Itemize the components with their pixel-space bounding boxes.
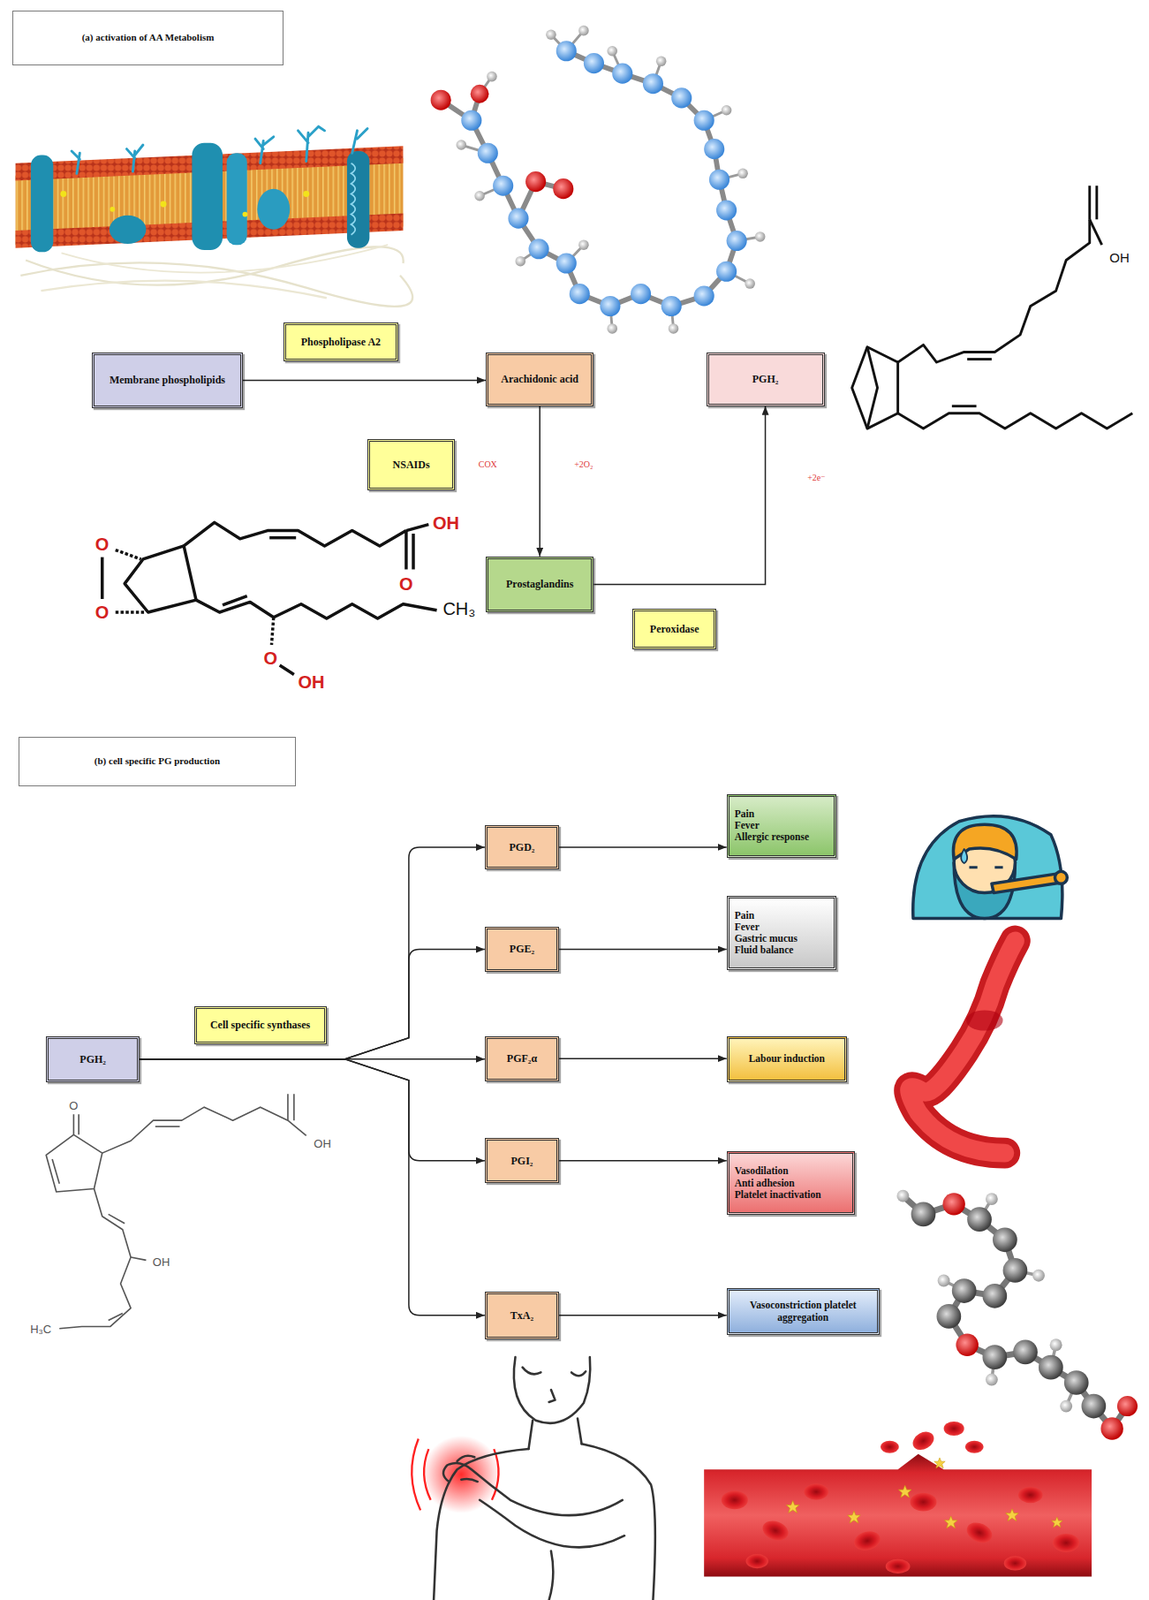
box-text: Prostaglandins [506, 577, 574, 590]
box-text: Fever [734, 921, 760, 933]
chemical-structure [45, 1093, 307, 1329]
reaction-label: +2e⁻ [807, 473, 825, 483]
atom-label: O [95, 535, 110, 553]
box-text: PGH₂ [752, 372, 779, 386]
arrow-connector [559, 846, 727, 848]
prostanoid-box: PGF₂α [484, 1035, 560, 1081]
atom-label: H₃C [30, 1322, 52, 1335]
box-text: Gastric mucus [734, 932, 798, 945]
effect-box: PainFeverAllergic response [726, 793, 838, 858]
enzyme-box: Phospholipase A2 [283, 322, 398, 362]
atom-label: OH [152, 1255, 171, 1268]
reaction-label: COX [478, 460, 498, 469]
stomach-illustration [908, 940, 1015, 1153]
box-text: PGD₂ [509, 840, 536, 854]
fever-icon [913, 816, 1068, 919]
arrow-connector [559, 948, 727, 951]
box-text: (b) cell specific PG production [94, 755, 220, 767]
box-text: Pain [734, 909, 755, 922]
box-text: PGI₂ [511, 1154, 534, 1167]
section-header: (b) cell specific PG production [18, 736, 296, 786]
effect-box: PainFeverGastric mucusFluid balance [726, 895, 838, 969]
ball-and-stick-model [430, 25, 766, 334]
process-box: PGH₂ [706, 352, 825, 407]
shoulder-pain-figure [411, 1356, 656, 1600]
box-text: Cell specific synthases [210, 1018, 310, 1031]
section-header: (a) activation of AA Metabolism [12, 10, 284, 66]
effect-box: VasodilationAnti adhesionPlatelet inacti… [726, 1150, 856, 1215]
reaction-label: +2O₂ [574, 460, 593, 469]
arrow-connector [593, 406, 765, 585]
box-text: PGE₂ [509, 942, 535, 955]
enzyme-box: Peroxidase [632, 608, 717, 650]
arrow-connector [538, 406, 541, 557]
box-text: NSAIDs [393, 458, 431, 471]
process-box: Arachidonic acid [485, 352, 594, 407]
atom-label: O [399, 574, 414, 593]
prostanoid-box: PGE₂ [484, 926, 560, 972]
effect-box: Labour induction [726, 1035, 847, 1082]
enzyme-box: Cell specific synthases [194, 1005, 327, 1044]
box-text: PGF₂α [506, 1051, 537, 1065]
prostanoid-box: PGI₂ [484, 1137, 560, 1183]
drug-box: NSAIDs [367, 438, 455, 491]
arrow-connector [559, 1159, 727, 1162]
atom-label: O [95, 603, 110, 621]
process-box: Membrane phospholipids [91, 352, 243, 409]
box-text: (a) activation of AA Metabolism [82, 31, 215, 44]
box-text: Pain [734, 808, 755, 820]
box-text: Labour induction [748, 1052, 825, 1066]
box-text: Phospholipase A2 [301, 335, 381, 348]
box-text: Allergic response [734, 831, 809, 843]
atom-label: O [68, 1099, 78, 1112]
chemical-structure [102, 521, 438, 674]
box-text: Fever [734, 819, 760, 832]
blood-vessel [703, 1421, 1092, 1577]
effect-box: Vasoconstriction platelet aggregation [726, 1287, 880, 1335]
box-text: Vasodilation [734, 1164, 789, 1177]
atom-label: OH [297, 672, 325, 691]
box-text: Membrane phospholipids [109, 373, 226, 386]
arrow-connector [139, 1058, 485, 1316]
prostanoid-box: TxA₂ [484, 1291, 560, 1339]
process-box: Prostaglandins [485, 556, 594, 613]
arrow-connector [139, 846, 485, 1059]
box-text: Arachidonic acid [500, 372, 579, 386]
prostanoid-box: PGD₂ [484, 824, 560, 870]
ball-and-stick-model [896, 1189, 1138, 1440]
arrow-connector [242, 379, 486, 382]
process-box: PGH₂ [45, 1035, 140, 1082]
atom-label: CH₃ [442, 599, 476, 618]
box-text: Fluid balance [734, 944, 794, 956]
atom-label: O [263, 649, 278, 667]
box-text: Anti adhesion [734, 1177, 795, 1189]
box-text: PGH₂ [79, 1052, 106, 1066]
chemical-structure [852, 185, 1134, 429]
atom-label: OH [432, 514, 460, 532]
cell-membrane [15, 126, 414, 307]
box-text: Platelet inactivation [734, 1188, 822, 1201]
arrow-connector [139, 1058, 485, 1161]
box-text: Vasoconstriction platelet aggregation [734, 1299, 872, 1324]
arrow-connector [559, 1314, 727, 1316]
atom-label: OH [1109, 250, 1130, 265]
arrow-connector [139, 949, 485, 1059]
box-text: Peroxidase [650, 622, 700, 635]
atom-label: OH [313, 1137, 332, 1149]
box-text: TxA₂ [510, 1308, 534, 1322]
arrow-connector [559, 1057, 727, 1059]
